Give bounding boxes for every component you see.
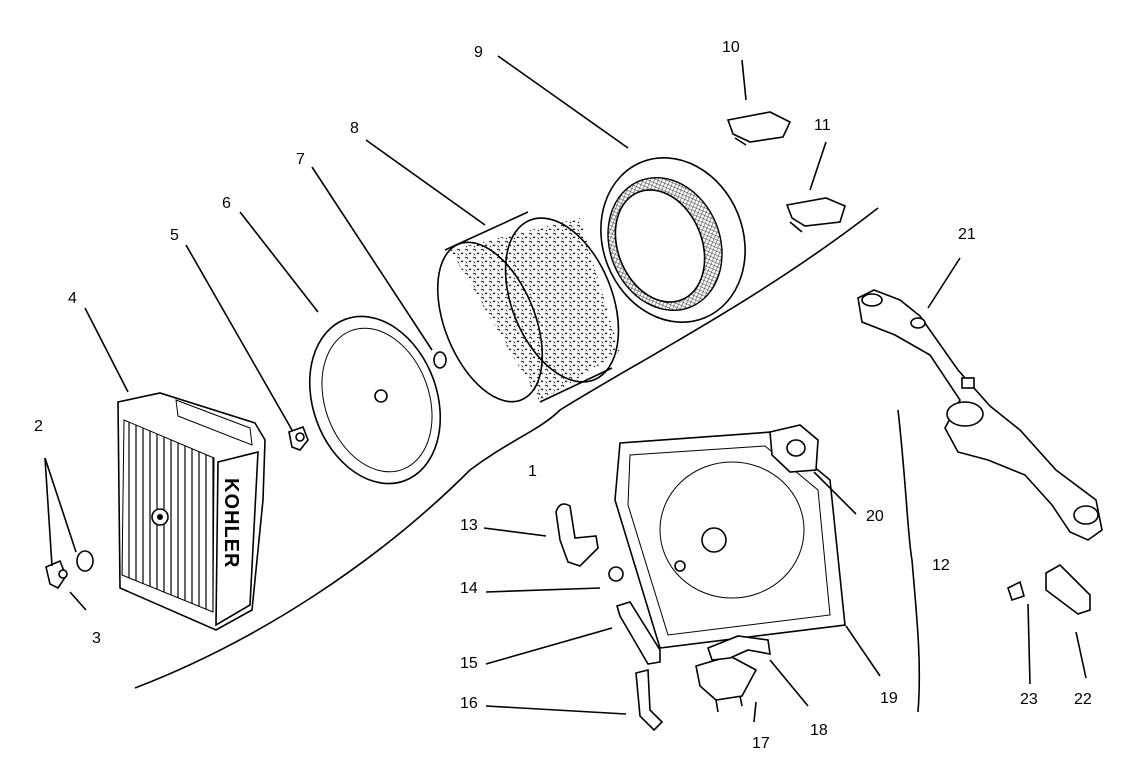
callout-21: 21 [958,226,976,243]
callout-3: 3 [92,630,101,647]
grommet [433,351,447,369]
callout-17: 17 [752,735,770,752]
callout-12: 12 [932,557,950,574]
callout-14: 14 [460,580,478,597]
callout-7: 7 [296,151,305,168]
stud-bracket [726,111,792,146]
precleaner-foam-ring [436,211,620,403]
callout-16: 16 [460,695,478,712]
air-cleaner-cover: KOHLER [117,392,266,631]
callout-11: 11 [814,117,831,134]
callout-labels: 1 2 3 4 5 6 7 8 9 10 11 12 13 14 15 16 1… [34,39,1092,752]
air-cleaner-base [614,431,846,649]
callout-1: 1 [528,463,537,480]
mounting-bracket [695,655,758,713]
small-wing-nut [288,425,309,451]
washer [76,550,94,572]
brand-logo-text: KOHLER [220,478,242,568]
callout-10: 10 [722,39,740,56]
screw [1007,580,1025,602]
short-hose [635,668,664,732]
breather-manifold [857,289,1103,541]
small-gasket [1045,564,1091,615]
callout-4: 4 [68,290,77,307]
callout-5: 5 [170,227,179,244]
callout-19: 19 [880,690,898,707]
leader-lines [44,55,1087,723]
hose [616,601,661,665]
wing-nut [45,559,68,590]
callout-13: 13 [460,517,478,534]
base-cover-plate [308,315,442,485]
small-bracket [785,197,846,233]
paper-filter-element [600,157,746,323]
callout-22: 22 [1074,691,1092,708]
divider-curve [134,207,879,689]
callout-9: 9 [474,44,483,61]
callout-20: 20 [866,508,884,525]
clamp [707,635,771,661]
group-bracket-line [897,409,921,713]
callout-18: 18 [810,722,828,739]
plug [608,566,624,582]
callout-2: 2 [34,418,43,435]
elbow-hose [555,503,599,567]
gasket [769,424,819,473]
callout-15: 15 [460,655,478,672]
callout-8: 8 [350,120,359,137]
callout-6: 6 [222,195,231,212]
callout-23: 23 [1020,691,1038,708]
